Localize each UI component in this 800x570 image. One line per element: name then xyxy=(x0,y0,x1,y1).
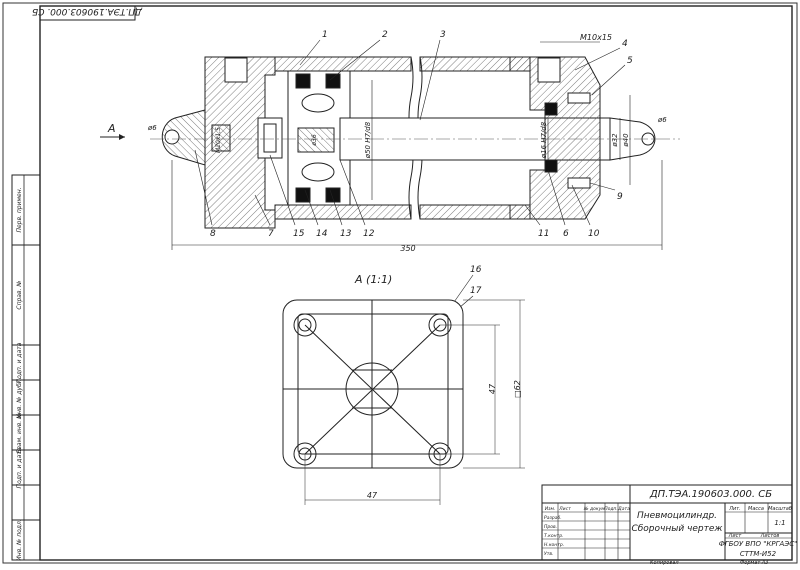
role-label: № докум. xyxy=(583,506,606,512)
title-name-1: Пневмоцилиндр. xyxy=(637,511,717,521)
strip-label: Справ. № xyxy=(16,280,23,309)
dim-m20: М20х1,5 xyxy=(215,127,222,153)
view-arrow-head xyxy=(119,134,125,140)
callout-8: 8 xyxy=(210,229,216,239)
main-dimensions xyxy=(171,41,663,250)
dim-rod: ø32 xyxy=(611,133,619,148)
tube-bottom-left xyxy=(274,204,412,220)
title-org-1: ФГБОУ ВПО "КРГАЭС" xyxy=(719,540,798,548)
dim-rod-fit: ø16 Н7/d8 xyxy=(540,121,548,159)
strip-label: Подп. и дата xyxy=(16,342,23,383)
title-col-scale: Масштаб xyxy=(768,506,792,512)
bottom-format: Формат А3 xyxy=(740,560,768,566)
callout-9: 9 xyxy=(617,192,623,202)
callout-16: 16 xyxy=(470,265,482,275)
title-org-2: СТТМ-И52 xyxy=(740,550,777,558)
dim-36: ø36 xyxy=(311,134,318,146)
callout-2: 2 xyxy=(382,30,388,40)
flange-view xyxy=(282,299,525,505)
strip-label: Инв. № подл. xyxy=(16,519,23,560)
strip-label: Подп. и дата xyxy=(16,447,23,488)
title-scale-value: 1:1 xyxy=(774,519,785,527)
callout-4: 4 xyxy=(622,39,628,49)
callout-7: 7 xyxy=(268,229,274,239)
rod-eye xyxy=(609,117,656,161)
strip-label: Перв. примен. xyxy=(16,187,23,232)
role-label: Лист xyxy=(558,506,571,512)
strip-label: Инв. № дубл. xyxy=(16,377,23,418)
tube-top-left xyxy=(274,56,412,72)
role-label: Т.контр. xyxy=(544,533,564,539)
dim-eye-right: ø6 xyxy=(657,116,667,124)
inner-frame xyxy=(39,5,793,561)
dim-flange-h: 47 xyxy=(488,383,497,394)
role-label: Подп. xyxy=(604,506,618,512)
seal xyxy=(295,73,311,89)
callout-13: 13 xyxy=(340,229,352,239)
callout-6: 6 xyxy=(563,229,569,239)
strip-label: Взам. инв. № xyxy=(16,413,23,454)
callout-3: 3 xyxy=(440,30,446,40)
dim-eye-left: ø6 xyxy=(147,124,157,132)
dim-thread: М10х15 xyxy=(580,33,612,42)
callouts xyxy=(194,39,626,326)
title-col-mass: Масса xyxy=(748,506,764,512)
title-name-2: Сборочный чертеж xyxy=(631,524,723,534)
dim-flange-sq: □62 xyxy=(513,380,522,398)
dim-flange-w: 47 xyxy=(367,491,378,500)
role-label: Дата xyxy=(617,506,630,512)
section-title: А (1:1) xyxy=(354,273,392,286)
dim-40: ø40 xyxy=(622,133,630,148)
bottom-copied: Копировал xyxy=(650,560,679,566)
rod-seal xyxy=(544,102,558,116)
cylinder-section-view xyxy=(150,56,680,229)
title-sheet: Лист xyxy=(728,533,743,539)
callout-12: 12 xyxy=(363,229,375,239)
title-block xyxy=(541,484,793,561)
left-lug xyxy=(161,109,206,166)
left-strip: Перв. примен. Справ. № Подп. и дата Инв.… xyxy=(11,174,41,561)
role-label: Изм. xyxy=(545,506,556,512)
dim-overall-length: 350 xyxy=(400,244,415,253)
top-stamp-box xyxy=(39,5,136,21)
callout-10: 10 xyxy=(588,229,600,239)
callout-11: 11 xyxy=(538,229,549,239)
callout-15: 15 xyxy=(293,229,305,239)
title-col-lit: Лит. xyxy=(728,506,741,512)
callout-14: 14 xyxy=(316,229,328,239)
view-arrow-label: А xyxy=(107,122,116,135)
top-stamp-text: ДП.ТЭА.190603.000. СБ xyxy=(32,6,143,16)
title-doc-number: ДП.ТЭА.190603.000. СБ xyxy=(649,489,772,500)
callout-1: 1 xyxy=(322,30,328,40)
callout-5: 5 xyxy=(627,56,633,66)
role-label: Разраб. xyxy=(544,515,562,521)
title-sheets: Листов xyxy=(760,533,780,539)
role-label: Пров. xyxy=(544,524,557,530)
callout-17: 17 xyxy=(470,286,482,296)
role-label: Н.контр. xyxy=(544,542,564,548)
dim-bore: ø50 Н7/d8 xyxy=(364,121,372,159)
role-label: Утв. xyxy=(544,551,553,557)
